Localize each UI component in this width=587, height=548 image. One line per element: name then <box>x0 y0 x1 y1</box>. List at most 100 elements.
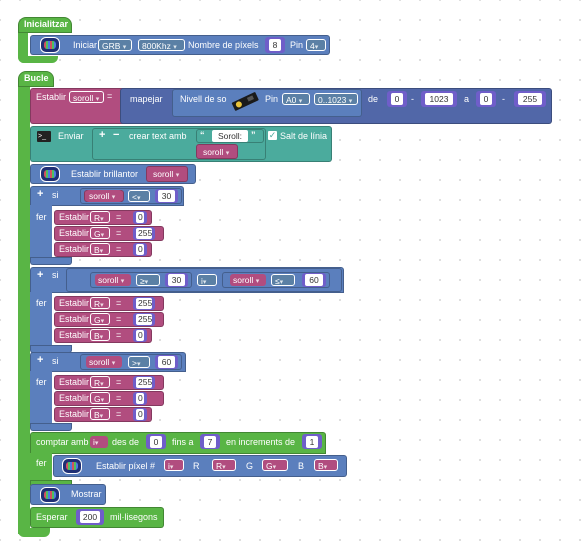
loop-hat[interactable] <box>18 71 54 87</box>
set-value-field[interactable]: 255 <box>136 227 153 239</box>
show-label: Mostrar <box>71 489 102 499</box>
set-label: Establir <box>59 330 90 340</box>
set-soroll-var-dropdown[interactable]: soroll ▾ <box>69 91 104 103</box>
send-var-dropdown[interactable]: soroll ▾ <box>200 146 235 158</box>
set-eq: = <box>116 212 122 222</box>
set-value-field[interactable]: 255 <box>136 376 153 388</box>
loop-body <box>18 87 30 534</box>
add-item-button[interactable]: + <box>99 129 106 141</box>
quote-open: “ <box>200 130 205 140</box>
set-channel-dropdown[interactable]: B▾ <box>90 329 110 341</box>
set-value-field[interactable]: 255 <box>136 313 153 325</box>
brightness-label: Establir brillantor <box>71 169 139 179</box>
if3-si: si <box>52 356 59 366</box>
if3-foot <box>30 423 72 431</box>
set-value-field[interactable]: 0 <box>136 243 144 255</box>
if1-fer: fer <box>36 212 47 222</box>
set-channel-dropdown[interactable]: G▾ <box>90 392 110 404</box>
sound-range-dropdown[interactable]: 0..1023 ▾ <box>314 93 358 105</box>
set-channel-dropdown[interactable]: G▾ <box>90 227 110 239</box>
if2-var1-dropdown[interactable]: soroll ▾ <box>95 274 131 286</box>
set-value-field[interactable]: 0 <box>136 392 144 404</box>
if2-var2-dropdown[interactable]: soroll ▾ <box>230 274 266 286</box>
if3-var-dropdown[interactable]: soroll ▾ <box>86 356 122 368</box>
map-from-high-field[interactable]: 1023 <box>425 93 453 105</box>
set-soroll-label: Establir <box>36 92 67 102</box>
count-step-field[interactable]: 1 <box>306 436 318 448</box>
brightness-var-dropdown[interactable]: soroll ▾ <box>150 168 185 180</box>
set-channel-dropdown[interactable]: B▾ <box>90 408 110 420</box>
sound-pin-dropdown[interactable]: A0 ▾ <box>282 93 310 105</box>
set-channel-dropdown[interactable]: R▾ <box>90 297 110 309</box>
init-freq-dropdown[interactable]: 800Khz ▾ <box>138 39 185 51</box>
if2-val2-field[interactable]: 60 <box>305 274 323 286</box>
set-value-field[interactable]: 0 <box>136 329 144 341</box>
set-eq: = <box>116 244 122 254</box>
sound-pin-label: Pin <box>265 94 279 104</box>
if1-spine <box>30 205 52 257</box>
set-channel-value: R <box>94 378 101 388</box>
if1-gear-plus[interactable]: + <box>37 188 44 200</box>
if2-op2-dropdown[interactable]: ≤▾ <box>271 274 295 286</box>
set-channel-value: G <box>94 394 101 404</box>
pixel-r-dropdown[interactable]: R▾ <box>212 459 236 471</box>
set-eq: = <box>116 409 122 419</box>
set-channel-dropdown[interactable]: R▾ <box>90 211 110 223</box>
pixel-index-dropdown[interactable]: i▾ <box>164 459 184 471</box>
count-fins-label: fins a <box>172 437 194 447</box>
init-pin-label: Pin <box>290 40 304 50</box>
map-to-high-field[interactable]: 255 <box>518 93 542 105</box>
set-label: Establir <box>59 244 90 254</box>
if1-val-field[interactable]: 30 <box>158 190 175 202</box>
map-to-low-field[interactable]: 0 <box>480 93 492 105</box>
set-label: Establir <box>59 298 90 308</box>
init-hat[interactable] <box>18 17 72 33</box>
set-channel-value: B <box>94 410 100 420</box>
if3-gear-plus[interactable]: + <box>37 354 44 366</box>
if2-si: si <box>52 270 59 280</box>
set-eq: = <box>116 314 122 324</box>
set-label: Establir <box>59 393 90 403</box>
count-label: comptar amb <box>36 437 89 447</box>
count-to-field[interactable]: 7 <box>204 436 216 448</box>
remove-item-button[interactable]: − <box>113 129 120 141</box>
pixel-g-dropdown[interactable]: G▾ <box>262 459 288 471</box>
if3-fer: fer <box>36 377 47 387</box>
set-channel-value: B <box>94 245 100 255</box>
if2-op1-dropdown[interactable]: ≥▾ <box>136 274 160 286</box>
pixel-label: Establir píxel # <box>96 461 156 471</box>
newline-checkbox[interactable]: ✓ <box>268 130 277 140</box>
wait-value-field[interactable]: 200 <box>80 511 100 523</box>
set-value-field[interactable]: 255 <box>136 297 153 309</box>
set-channel-dropdown[interactable]: G▾ <box>90 313 110 325</box>
init-pixels-field[interactable]: 8 <box>269 39 281 51</box>
sound-level-label: Nivell de so <box>180 94 227 104</box>
init-type-dropdown[interactable]: GRB ▾ <box>98 39 132 51</box>
set-channel-dropdown[interactable]: R▾ <box>90 376 110 388</box>
if3-val-field[interactable]: 60 <box>158 356 175 368</box>
init-foot <box>18 56 58 63</box>
map-label: mapejar <box>130 94 163 104</box>
text-literal-field[interactable]: Soroll: <box>212 130 248 142</box>
if3-op-dropdown[interactable]: >▾ <box>128 356 150 368</box>
set-eq: = <box>116 298 122 308</box>
map-from-low-field[interactable]: 0 <box>391 93 403 105</box>
set-label: Establir <box>59 212 90 222</box>
if2-gear-plus[interactable]: + <box>37 269 44 281</box>
set-eq: = <box>116 228 122 238</box>
count-var-dropdown[interactable]: i▾ <box>90 436 108 448</box>
set-value-field[interactable]: 0 <box>136 408 144 420</box>
pixel-b-label: B <box>298 461 305 471</box>
count-from-field[interactable]: 0 <box>150 436 162 448</box>
sound-sensor-icon <box>230 91 260 111</box>
if2-val1-field[interactable]: 30 <box>168 274 185 286</box>
wait-label: Esperar <box>36 512 68 522</box>
set-value-field[interactable]: 0 <box>136 211 144 223</box>
if1-var-dropdown[interactable]: soroll ▾ <box>86 190 122 202</box>
set-channel-dropdown[interactable]: B▾ <box>90 243 110 255</box>
if3-spine <box>30 371 52 423</box>
if1-op-dropdown[interactable]: <▾ <box>128 190 150 202</box>
pixel-b-dropdown[interactable]: B▾ <box>314 459 338 471</box>
init-pin-dropdown[interactable]: 4▾ <box>306 39 326 51</box>
if2-and-dropdown[interactable]: i▾ <box>197 274 217 286</box>
